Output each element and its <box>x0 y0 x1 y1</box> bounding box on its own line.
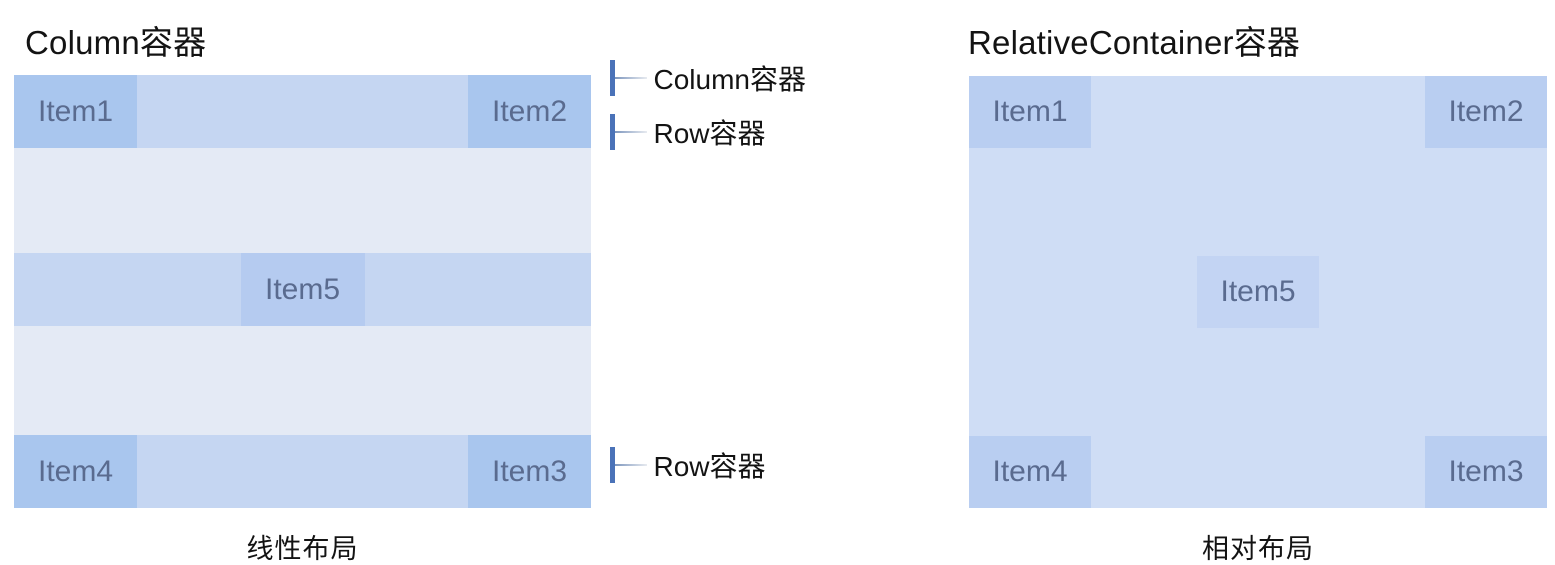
item-label: Item3 <box>1448 455 1524 488</box>
item-label: Item4 <box>992 455 1068 488</box>
right-item3-box: Item3 <box>1425 436 1547 508</box>
tick-mark-icon <box>610 60 615 96</box>
relative-container: Item1 Item2 Item5 Item4 Item3 <box>969 76 1547 508</box>
item-label: Item5 <box>264 272 341 306</box>
item-label: Item2 <box>491 94 568 128</box>
column-panel-title: Column容器 <box>25 24 207 61</box>
left-item4-box: Item4 <box>14 435 137 508</box>
column-container: Item1 Item2 Item5 Item4 Item3 <box>14 75 591 508</box>
left-item2-box: Item2 <box>468 75 591 148</box>
right-item1-box: Item1 <box>969 76 1091 148</box>
connector-line <box>614 76 647 80</box>
relative-panel-title: RelativeContainer容器 <box>968 24 1301 61</box>
annotation-column-container: Column容器 <box>610 60 806 96</box>
item-label: Item2 <box>1448 95 1524 128</box>
row-container-bottom: Item4 Item3 <box>14 435 591 508</box>
tick-mark-icon <box>610 447 615 483</box>
row-container-top: Item1 Item2 <box>14 75 591 148</box>
left-item5-box: Item5 <box>240 253 365 326</box>
item-label: Item3 <box>491 454 568 488</box>
tick-mark-icon <box>610 114 615 150</box>
annotation-label: Row容器 <box>653 118 766 149</box>
left-item3-box: Item3 <box>468 435 591 508</box>
annotation-label: Row容器 <box>653 451 766 482</box>
left-item1-box: Item1 <box>14 75 137 148</box>
item-label: Item1 <box>37 94 114 128</box>
relative-layout-caption: 相对布局 <box>1202 534 1314 564</box>
connector-line <box>614 130 647 134</box>
item-label: Item4 <box>37 454 114 488</box>
annotation-label: Column容器 <box>653 64 806 95</box>
right-item4-box: Item4 <box>969 436 1091 508</box>
row-container-middle: Item5 <box>14 253 591 326</box>
annotation-row-container-bottom: Row容器 <box>610 447 766 483</box>
connector-line <box>614 463 647 467</box>
right-item2-box: Item2 <box>1425 76 1547 148</box>
right-item5-box: Item5 <box>1197 256 1319 328</box>
item-label: Item5 <box>1220 275 1296 308</box>
annotation-row-container-top: Row容器 <box>610 114 766 150</box>
linear-layout-caption: 线性布局 <box>246 534 359 564</box>
item-label: Item1 <box>992 95 1068 128</box>
